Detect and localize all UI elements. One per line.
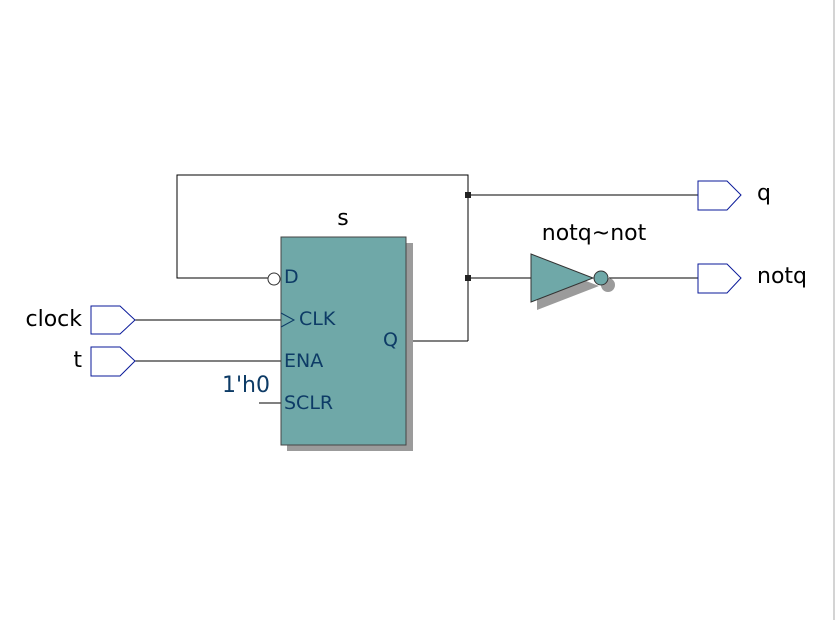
input-port-clock[interactable]: clock <box>25 305 136 335</box>
pin-clk-label: CLK <box>299 308 336 330</box>
input-port-t-icon[interactable] <box>90 346 136 377</box>
output-port-q-icon[interactable] <box>697 180 742 211</box>
pin-ena-label: ENA <box>284 350 323 372</box>
sclr-constant-label: 1'h0 <box>222 373 270 398</box>
output-port-notq[interactable]: notq <box>697 263 807 294</box>
junction-dot <box>465 275 471 281</box>
input-port-t-label: t <box>73 348 82 373</box>
register-name: s <box>337 206 348 231</box>
output-port-notq-icon[interactable] <box>697 263 742 294</box>
inverter-gate[interactable]: notq~not <box>530 221 647 310</box>
inverter-name: notq~not <box>542 221 647 246</box>
scrollbar-edge[interactable] <box>833 0 835 620</box>
inverter-body[interactable] <box>530 253 595 303</box>
clock-edge-icon <box>280 312 296 328</box>
register-body[interactable] <box>280 236 407 446</box>
output-port-notq-label: notq <box>757 264 807 289</box>
d-inversion-bubble-icon <box>267 272 281 286</box>
input-port-clock-label: clock <box>25 307 82 332</box>
pin-d-label: D <box>284 266 299 288</box>
register-block[interactable]: s D CLK ENA SCLR Q <box>267 206 413 451</box>
wire-feedback-loop <box>176 174 469 341</box>
pin-q-label: Q <box>383 329 398 351</box>
input-port-clock-icon[interactable] <box>90 305 136 335</box>
input-port-t[interactable]: t <box>73 346 136 377</box>
output-port-q-label: q <box>757 181 771 206</box>
junction-dot <box>465 192 471 198</box>
pin-sclr-label: SCLR <box>284 392 333 414</box>
output-port-q[interactable]: q <box>697 180 771 211</box>
inverter-bubble-icon <box>593 270 609 286</box>
